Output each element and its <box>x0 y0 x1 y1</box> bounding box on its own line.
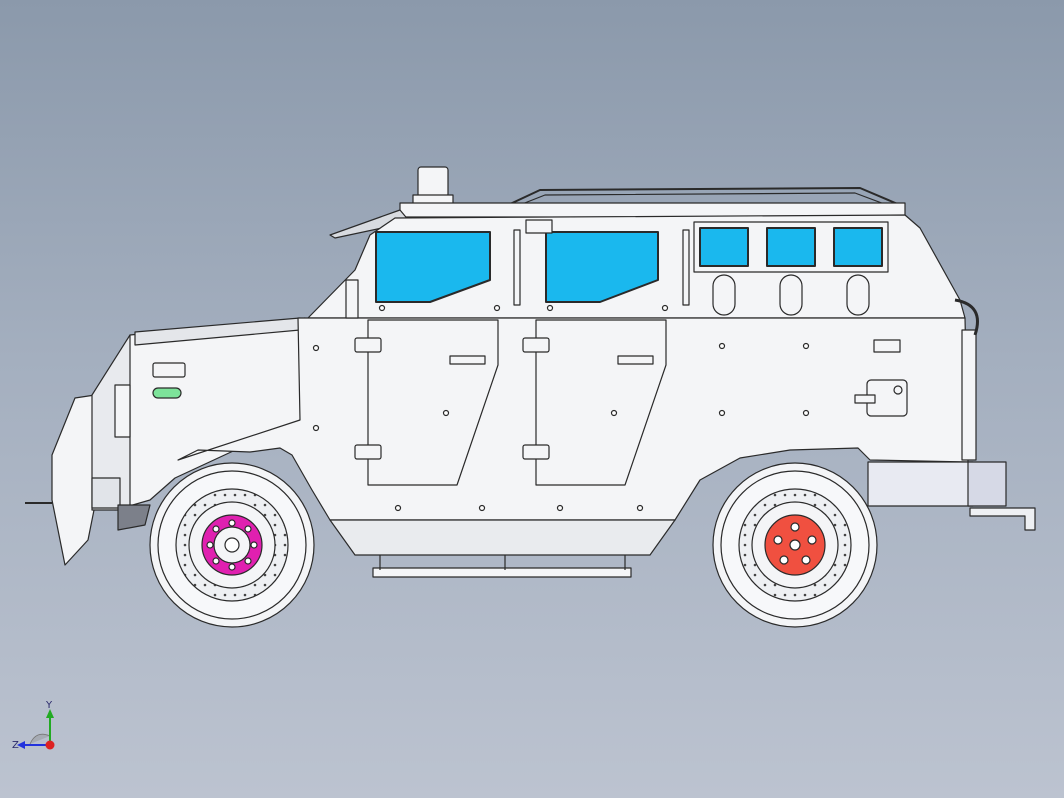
rear-door-window <box>545 231 659 303</box>
rear-window <box>699 227 749 267</box>
x-axis-icon <box>45 740 55 750</box>
roof-rail <box>507 187 901 206</box>
winch <box>114 384 131 438</box>
front-bumper <box>51 394 96 566</box>
front-wheel <box>149 462 315 628</box>
tow-hitch <box>969 507 1036 531</box>
belly-armor <box>329 519 676 556</box>
z-axis-label: Z <box>12 740 19 751</box>
rear-window <box>833 227 883 267</box>
rear-compartment <box>693 221 908 417</box>
rear-door <box>522 219 667 486</box>
y-axis-label: Y <box>45 700 53 711</box>
gun-port <box>846 274 870 316</box>
rear-wheel <box>712 462 878 628</box>
indicator-light <box>152 387 182 399</box>
gun-port <box>712 274 736 316</box>
front-door-window <box>375 231 491 303</box>
rear-bumper <box>867 461 974 507</box>
armored-vehicle <box>25 166 1036 578</box>
gun-port <box>779 274 803 316</box>
axis-triad: Y Z <box>12 700 55 751</box>
rivets <box>312 304 810 512</box>
rear-window <box>766 227 816 267</box>
side-step <box>372 567 632 578</box>
front-door <box>345 231 499 486</box>
hood-vent <box>152 362 186 378</box>
roof-beacon <box>417 166 449 198</box>
